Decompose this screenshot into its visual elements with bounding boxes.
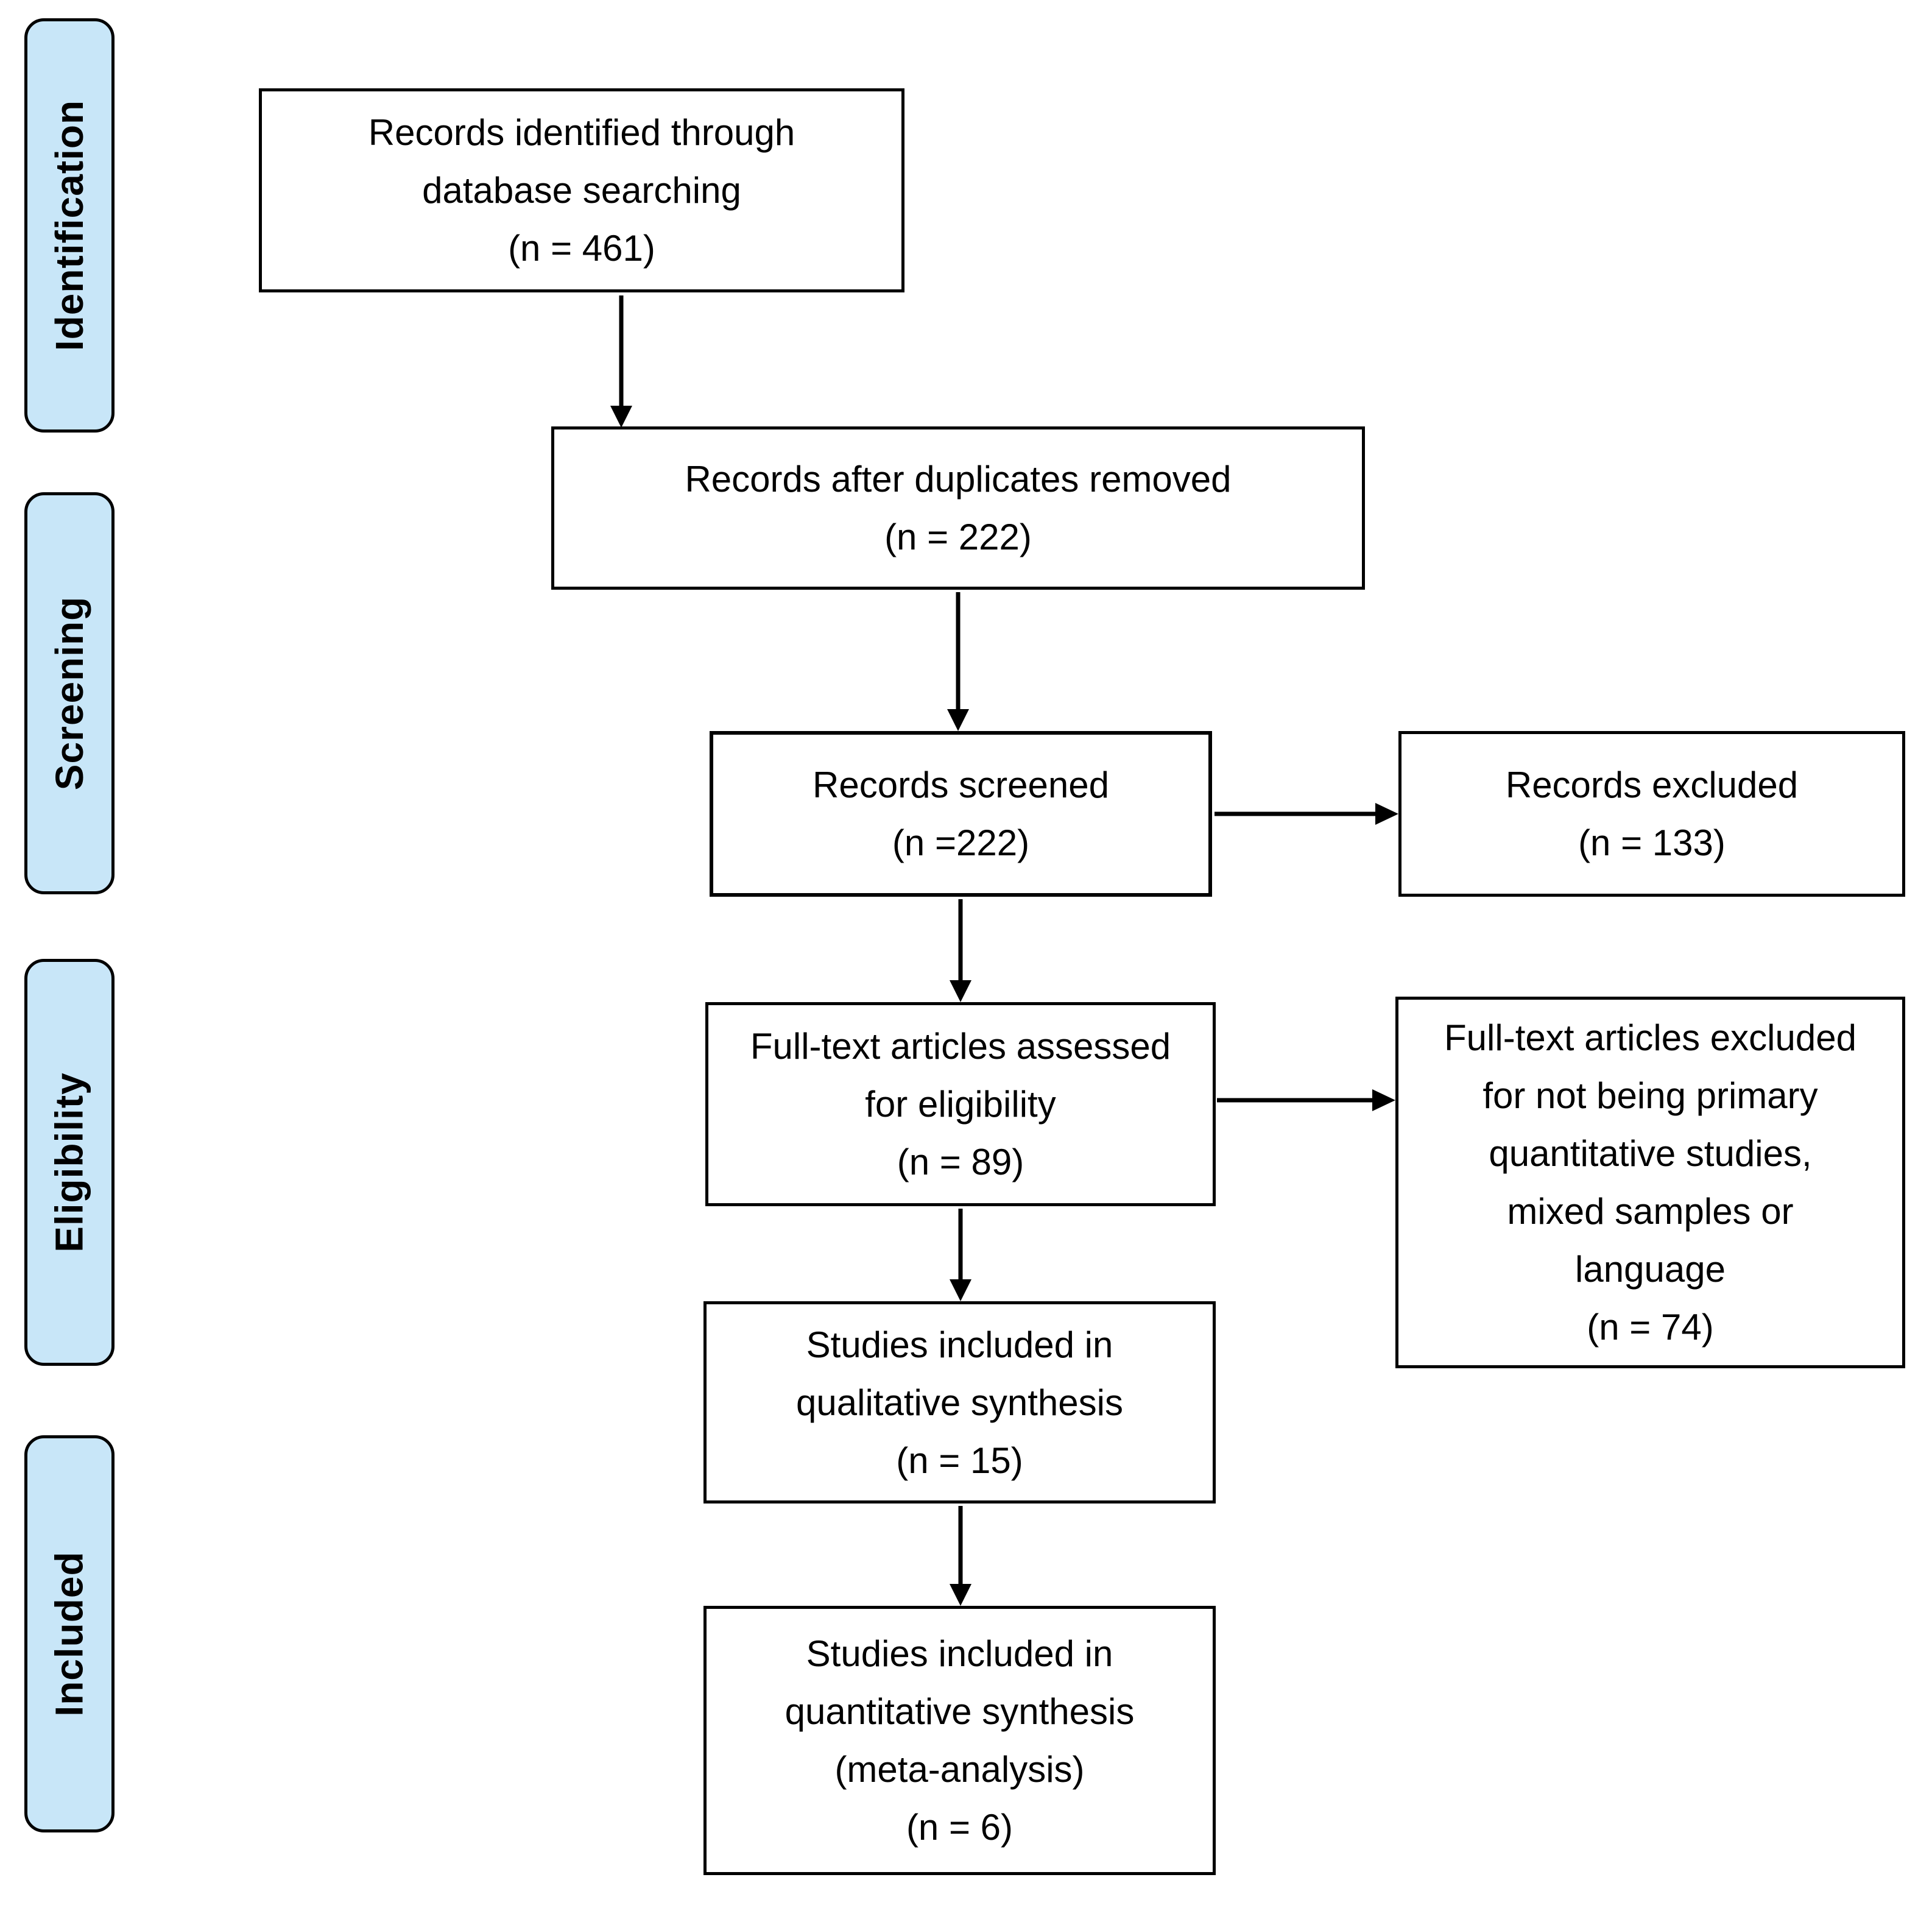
box-line: Records identified through	[368, 112, 795, 153]
stage-eligibility: Eligibility	[24, 959, 115, 1366]
box-line: (n = 461)	[508, 228, 655, 269]
box-line: for not being primary	[1482, 1075, 1818, 1116]
box-line: (n = 222)	[884, 517, 1032, 557]
arrow-fulltext-to-qualitative	[950, 1209, 971, 1301]
stage-eligibility-label: Eligibility	[48, 1072, 91, 1253]
box-line: quantitative studies,	[1489, 1133, 1812, 1174]
box-line: Full-text articles assessed	[750, 1026, 1171, 1067]
box-line: (n =222)	[892, 822, 1030, 863]
box-duplicates-removed: Records after duplicates removed (n = 22…	[551, 426, 1365, 590]
box-line: language	[1575, 1249, 1726, 1290]
stage-identification: Identification	[24, 18, 115, 433]
box-line: database searching	[422, 170, 741, 211]
stage-included: Included	[24, 1435, 115, 1832]
stage-included-label: Included	[48, 1551, 91, 1717]
box-records-excluded: Records excluded (n = 133)	[1398, 731, 1905, 897]
box-records-identified: Records identified through database sear…	[259, 88, 904, 292]
box-line: for eligibility	[865, 1084, 1056, 1125]
stage-screening-label: Screening	[48, 596, 91, 791]
box-line: (n = 6)	[906, 1807, 1014, 1848]
box-qualitative-synthesis: Studies included in qualitative synthesi…	[703, 1301, 1216, 1503]
box-line: (n = 133)	[1578, 822, 1726, 863]
box-line: mixed samples or	[1507, 1191, 1794, 1232]
arrow-identified-to-duplicates	[610, 295, 632, 428]
box-line: qualitative synthesis	[796, 1382, 1123, 1423]
stage-identification-label: Identification	[48, 99, 91, 352]
box-line: (n = 89)	[897, 1142, 1024, 1182]
box-line: Studies included in	[806, 1324, 1113, 1365]
arrow-screened-to-excluded	[1215, 803, 1398, 825]
box-line: quantitative synthesis	[784, 1691, 1135, 1732]
box-fulltext-excluded: Full-text articles excluded for not bein…	[1395, 997, 1905, 1368]
box-quantitative-synthesis: Studies included in quantitative synthes…	[703, 1606, 1216, 1875]
arrow-fulltext-to-fulltext-excluded	[1217, 1089, 1395, 1111]
arrow-qualitative-to-quantitative	[950, 1506, 971, 1606]
box-line: (meta-analysis)	[834, 1749, 1085, 1790]
arrow-duplicates-to-screened	[947, 592, 969, 731]
box-records-screened: Records screened (n =222)	[710, 731, 1212, 897]
box-line: Records screened	[813, 765, 1109, 805]
stage-screening: Screening	[24, 492, 115, 894]
box-fulltext-assessed: Full-text articles assessed for eligibil…	[705, 1002, 1216, 1206]
box-line: (n = 74)	[1587, 1307, 1714, 1348]
box-line: (n = 15)	[896, 1440, 1023, 1481]
box-line: Records excluded	[1505, 765, 1799, 805]
box-line: Records after duplicates removed	[685, 459, 1232, 500]
box-line: Studies included in	[806, 1633, 1113, 1674]
arrow-screened-to-fulltext	[950, 899, 971, 1002]
box-line: Full-text articles excluded	[1444, 1017, 1856, 1058]
